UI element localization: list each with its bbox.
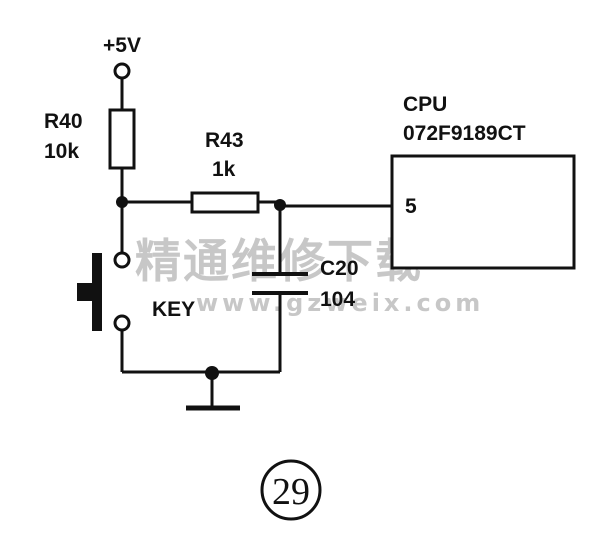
resistor-r43 — [190, 191, 260, 214]
figure-number: 29 — [272, 471, 310, 513]
cpu-label: CPU — [403, 93, 447, 116]
r40-ref-label: R40 — [44, 110, 83, 133]
wires — [120, 78, 392, 406]
supply-label: +5V — [103, 34, 141, 57]
switch-button-cap — [77, 283, 93, 301]
junction-ground — [205, 366, 219, 380]
junction-r40 — [116, 196, 128, 208]
switch-terminal-top — [113, 251, 131, 269]
watermark-cn: 精通维修下载 — [135, 234, 423, 288]
c20-value-label: 104 — [320, 288, 355, 311]
junction-c20 — [274, 199, 286, 211]
r43-value-label: 1k — [212, 158, 236, 181]
c20-ref-label: C20 — [320, 257, 359, 280]
watermark-url: www.gzweix.com — [196, 289, 484, 317]
switch-contact-bar — [92, 253, 102, 331]
key-label: KEY — [152, 298, 195, 321]
cpu-part-label: 072F9189CT — [403, 122, 526, 145]
r43-ref-label: R43 — [205, 129, 244, 152]
resistor-r40 — [108, 108, 136, 170]
r40-value-label: 10k — [44, 140, 79, 163]
switch-terminal-bottom — [113, 314, 131, 332]
figure-number-circle — [260, 459, 322, 521]
cpu-pin-label: 5 — [405, 195, 417, 218]
supply-terminal — [113, 62, 131, 80]
cpu-chip — [390, 154, 576, 270]
